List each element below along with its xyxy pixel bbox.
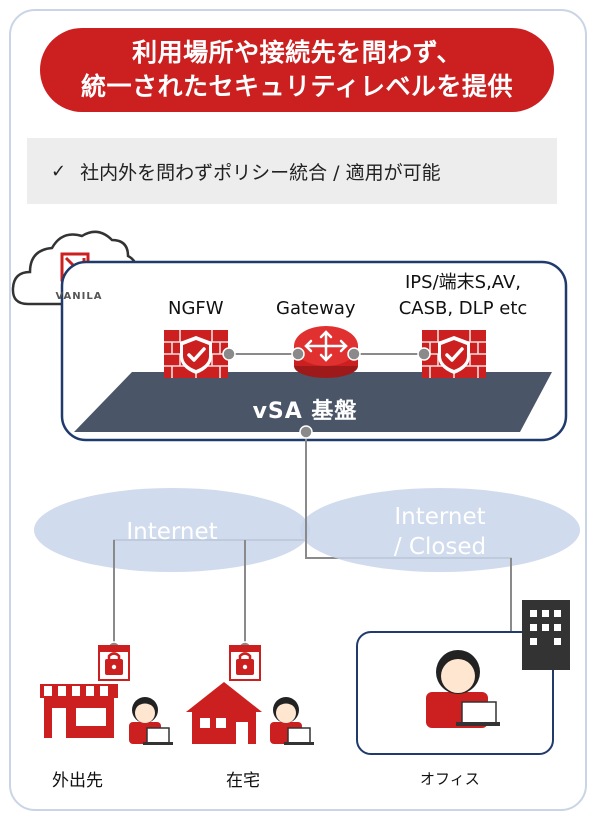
lock-icon-outside (97, 644, 131, 682)
title-line-1: 利用場所や接続先を問わず、 (132, 38, 462, 67)
gateway-label: Gateway (276, 298, 356, 319)
internet-closed-label: Internet / Closed (360, 502, 520, 562)
feature-box: ✓ 社内外を問わずポリシー統合 / 適用が可能 (27, 138, 557, 204)
check-icon: ✓ (51, 160, 67, 182)
lock-icon-home (228, 644, 262, 682)
house-icon (186, 682, 262, 744)
platform-slab (74, 372, 552, 432)
gateway-router-icon (294, 326, 358, 378)
person-icon-outside (128, 696, 174, 746)
ngfw-label: NGFW (168, 298, 224, 319)
ips-label: IPS/端末S,AV, CASB, DLP etc (378, 270, 548, 322)
ips-label-line-1: IPS/端末S,AV, (405, 272, 521, 293)
title-banner: 利用場所や接続先を問わず、 統一されたセキュリティレベルを提供 (40, 28, 554, 112)
office-worker-icon (426, 650, 500, 728)
internet-closed-ellipse (300, 488, 580, 572)
person-icon-home (269, 696, 315, 746)
vanila-logo-text: VANILA (55, 291, 103, 302)
internet-ellipse (34, 488, 310, 572)
vsa-platform-label: vSA 基盤 (252, 399, 358, 424)
title-line-2: 統一されたセキュリティレベルを提供 (80, 72, 513, 101)
internet-closed-line-1: Internet (394, 504, 486, 530)
feature-text: 社内外を問わずポリシー統合 / 適用が可能 (80, 161, 441, 184)
store-icon (40, 684, 118, 738)
building-icon (522, 600, 570, 670)
ngfw-firewall-icon (162, 328, 230, 380)
site-label-office: オフィス (420, 770, 480, 788)
internet-label: Internet (126, 519, 218, 545)
ips-firewall-icon (420, 328, 488, 380)
site-label-home: 在宅 (226, 771, 260, 791)
site-label-outside: 外出先 (52, 771, 103, 791)
internet-closed-line-2: / Closed (393, 534, 487, 560)
ips-label-line-2: CASB, DLP etc (398, 298, 528, 319)
